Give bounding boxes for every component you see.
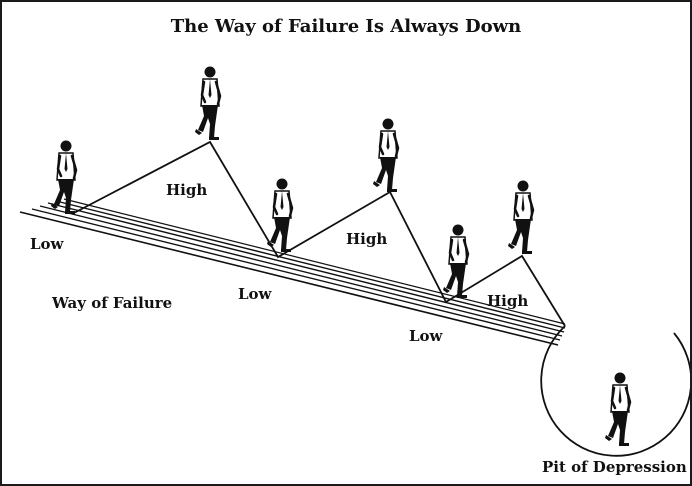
pit-of-depression-circle bbox=[540, 325, 690, 457]
high-label: High bbox=[487, 292, 528, 310]
way-of-failure-label: Way of Failure bbox=[51, 294, 172, 312]
walking-man-figure bbox=[506, 179, 535, 256]
low-label: Low bbox=[238, 285, 273, 303]
pit-of-depression-label: Pit of Depression bbox=[542, 458, 687, 476]
low-label: Low bbox=[409, 327, 444, 345]
walking-man-figure bbox=[193, 65, 222, 142]
diagram-title: The Way of Failure Is Always Down bbox=[171, 16, 522, 37]
way-of-failure-slope bbox=[19, 198, 566, 346]
walking-man-figure bbox=[265, 177, 294, 254]
walking-man-figure bbox=[441, 223, 470, 300]
high-label: High bbox=[166, 181, 207, 199]
low-label: Low bbox=[30, 235, 65, 253]
walking-man-figure bbox=[603, 371, 632, 448]
walking-man-figure bbox=[371, 117, 400, 194]
high-label: High bbox=[346, 230, 387, 248]
